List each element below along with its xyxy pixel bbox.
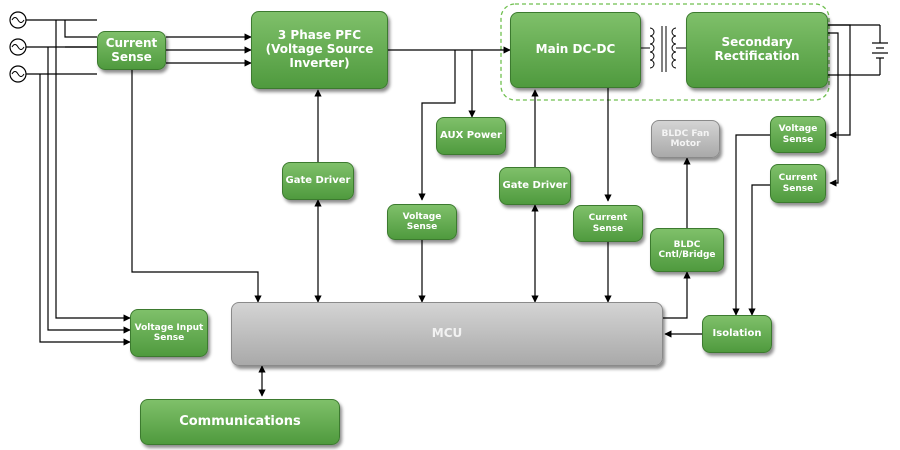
ac-source-icon bbox=[9, 38, 27, 56]
gate-driver-dcdc-block: Gate Driver bbox=[499, 167, 571, 205]
dcdc-group-boundary bbox=[500, 3, 830, 101]
current-sense-output-block: Current Sense bbox=[770, 164, 826, 203]
gate-driver-pfc-block: Gate Driver bbox=[282, 162, 354, 200]
aux-power-block: AUX Power bbox=[436, 117, 506, 155]
communications-block: Communications bbox=[140, 399, 340, 445]
ac-source-icon bbox=[9, 11, 27, 29]
voltage-sense-output-block: Voltage Sense bbox=[770, 116, 826, 153]
mcu-block: MCU bbox=[231, 302, 663, 366]
bldc-fan-motor-block: BLDC Fan Motor bbox=[651, 120, 720, 158]
transformer-icon bbox=[641, 26, 686, 72]
voltage-input-sense-block: Voltage Input Sense bbox=[130, 309, 208, 357]
main-dcdc-block: Main DC-DC bbox=[510, 12, 641, 88]
battery-icon bbox=[872, 25, 888, 75]
secondary-rectification-block: Secondary Rectification bbox=[686, 12, 828, 88]
bldc-control-bridge-block: BLDC Cntl/Bridge bbox=[650, 228, 724, 272]
current-sense-input-block: Current Sense bbox=[97, 31, 166, 70]
voltage-sense-bus-block: Voltage Sense bbox=[387, 204, 457, 240]
ac-source-icon bbox=[9, 65, 27, 83]
isolation-block: Isolation bbox=[702, 315, 772, 353]
current-sense-dcdc-block: Current Sense bbox=[573, 205, 643, 242]
pfc-block: 3 Phase PFC (Voltage Source Inverter) bbox=[251, 11, 388, 89]
